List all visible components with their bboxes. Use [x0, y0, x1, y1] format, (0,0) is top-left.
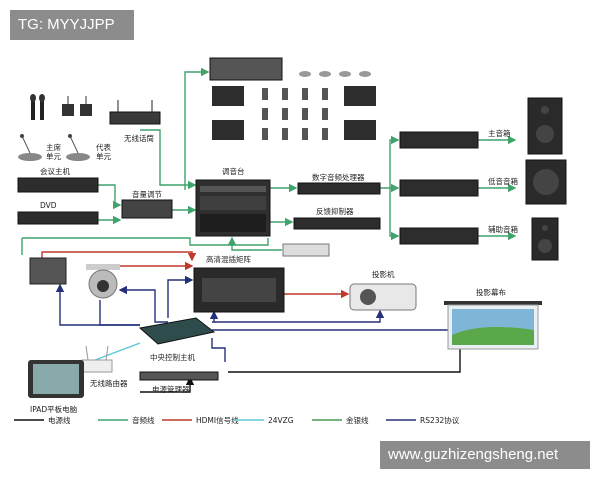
microphone-array	[262, 88, 328, 140]
projector-icon	[349, 283, 417, 311]
dvd-player	[17, 211, 99, 225]
gooseneck-mics	[299, 71, 371, 77]
website-watermark: www.guzhizengsheng.net	[380, 441, 590, 469]
label-feedback: 反馈抑制器	[316, 206, 354, 216]
volume-controller	[121, 199, 173, 219]
connection-lines	[21, 67, 517, 393]
label-central: 中央控制主机	[150, 352, 195, 362]
central-control-host	[138, 317, 216, 345]
hd-matrix	[193, 267, 285, 313]
label-router: 无线路由器	[90, 378, 128, 388]
label-delegate-unit: 代表单元	[96, 142, 111, 161]
legend-label-2: HDMI信号线	[196, 415, 239, 425]
legend: 电源线 音频线 HDMI信号线 24VZG 金银线 RS232协议	[14, 415, 460, 425]
label-dvd: DVD	[40, 201, 57, 210]
device-drawings	[17, 57, 567, 398]
legend-label-3: 24VZG	[268, 416, 294, 425]
label-sub-spk: 低音音箱	[488, 176, 518, 186]
conference-host	[17, 177, 99, 193]
label-wireless-mic: 无线话筒	[124, 133, 154, 143]
mixer-console	[195, 179, 271, 237]
projection-screen	[444, 301, 542, 350]
monitor-grid	[212, 86, 376, 140]
legend-label-0: 电源线	[48, 415, 71, 425]
amplifier-aux	[399, 227, 479, 245]
router-icon	[81, 345, 113, 373]
label-mixer: 调音台	[222, 166, 245, 176]
microphone-icon	[30, 94, 45, 120]
legend-label-1: 音频线	[132, 415, 155, 425]
lavalier-mic-icon	[62, 96, 92, 116]
legend-label-4: 金银线	[346, 415, 369, 425]
label-projector: 投影机	[372, 269, 395, 279]
tg-overlay-tag: TG: MYYJJPP	[10, 10, 134, 40]
label-dsp: 数字音频处理器	[312, 172, 365, 182]
label-volume: 音量调节	[132, 189, 162, 199]
top-rack-unit	[209, 57, 283, 81]
device-labels: 无线话筒 主席单元 代表单元 会议主机 DVD 音量调节 调音台 数字音频处理器…	[30, 128, 518, 414]
label-power-mgr: 电源管理器	[152, 384, 190, 394]
ipad-icon	[28, 360, 84, 398]
wireless-receiver	[109, 100, 161, 125]
speaker-sub-icon	[525, 159, 567, 205]
camera-icon	[86, 264, 120, 299]
speaker-aux-icon	[531, 217, 559, 261]
label-hd-matrix: 高清混插矩阵	[206, 254, 251, 264]
dsp-processor	[297, 182, 381, 195]
label-main-spk: 主音箱	[488, 128, 511, 138]
speaker-main-icon	[527, 97, 563, 155]
label-conf-host: 会议主机	[40, 166, 70, 176]
legend-label-5: RS232协议	[420, 415, 460, 425]
amplifier-sub	[399, 179, 479, 197]
power-manager	[139, 371, 219, 381]
amplifier-main	[399, 131, 479, 149]
chair-unit-icon	[18, 134, 42, 161]
feedback-suppressor	[293, 217, 381, 230]
label-ipad: IPAD平板电脑	[30, 404, 78, 414]
signal-box	[282, 243, 330, 257]
label-chair-unit: 主席单元	[46, 142, 61, 161]
delegate-unit-icon	[66, 134, 90, 161]
floor-box	[29, 257, 67, 285]
label-aux-spk: 辅助音箱	[488, 224, 518, 234]
label-screen: 投影幕布	[476, 287, 506, 297]
